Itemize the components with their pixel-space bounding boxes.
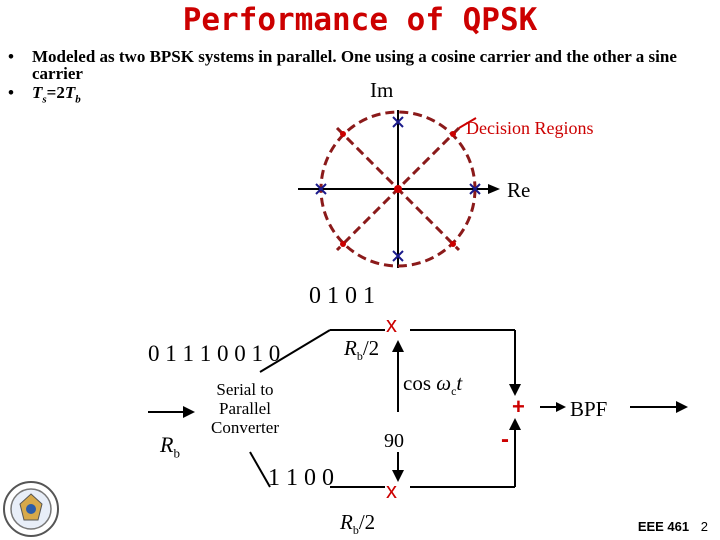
bullet-list: • Modeled as two BPSK systems in paralle… <box>8 48 712 108</box>
lower-rate-div: /2 <box>358 510 376 534</box>
lower-bits: 1 1 0 0 <box>268 465 334 491</box>
input-rate-sub: b <box>173 445 180 461</box>
bpf-label: BPF <box>570 397 608 421</box>
carrier-omega: ω <box>436 371 452 395</box>
region-dot <box>450 131 456 137</box>
lower-rate-r: R <box>340 510 353 534</box>
symbol-point-bottom <box>392 250 404 262</box>
sum-minus: - <box>501 426 509 453</box>
carrier-sub: c <box>451 384 457 399</box>
upper-branch-line <box>259 329 331 373</box>
lower-branch-line <box>249 451 271 488</box>
re-label: Re <box>507 178 531 202</box>
converter-box <box>195 372 295 452</box>
sum-to-bpf-arrow-icon <box>556 402 566 412</box>
block-diagram <box>148 329 688 488</box>
upper-rate-r: R <box>344 336 357 360</box>
input-bits: 0 1 1 1 0 0 1 0 <box>148 341 281 366</box>
region-dot <box>450 241 456 247</box>
bullet-dot: • <box>8 83 14 102</box>
sum-plus: + <box>512 394 525 419</box>
carrier-label: cos ωct <box>403 371 462 399</box>
region-dot <box>340 241 346 247</box>
tb-symbol: Tb <box>65 84 81 108</box>
input-rate: Rb <box>160 432 180 461</box>
ts-symbol: T <box>32 83 43 102</box>
symbol-point-left <box>315 183 327 195</box>
upper-to-sum-arrow-icon <box>509 384 521 396</box>
phase-shift-label: 90 <box>384 430 404 452</box>
bullet-item: • Ts=2 Tb <box>8 84 712 108</box>
converter-line-3: Converter <box>211 418 279 437</box>
input-rate-r: R <box>160 432 174 457</box>
lower-multiplier: x <box>386 478 397 503</box>
slide-title: Performance of QPSK <box>182 2 538 38</box>
region-dot <box>340 131 346 137</box>
decision-pointer <box>458 117 477 129</box>
tb-letter: T <box>64 83 76 102</box>
ts-subscript: s <box>42 93 47 106</box>
constellation <box>298 110 500 268</box>
lower-rate-sub: b <box>352 523 359 538</box>
upper-bits: 0 1 0 1 <box>309 283 375 309</box>
tb-subscript: b <box>75 93 81 106</box>
lower-to-sum-arrow-icon <box>509 418 521 430</box>
bullet-ts-eq: Ts <box>32 84 47 108</box>
carrier-cos: cos <box>403 371 437 395</box>
footer: EEE 461 2 <box>638 519 708 534</box>
upper-rate: Rb/2 <box>344 336 379 364</box>
converter-label: Serial to Parallel Converter <box>195 380 295 437</box>
upper-rate-div: /2 <box>362 336 380 360</box>
equals-two: =2 <box>46 83 65 102</box>
symbol-points <box>315 116 481 262</box>
university-seal-icon <box>3 481 59 537</box>
carrier-up-arrow-icon <box>392 340 404 352</box>
lower-rate: Rb/2 <box>340 510 375 538</box>
origin-point <box>394 185 402 193</box>
page-number: 2 <box>700 519 708 534</box>
bpf-output-arrow-icon <box>676 401 688 413</box>
upper-multiplier: x <box>386 312 397 337</box>
decision-regions-label: Decision Regions <box>466 118 594 138</box>
bullet-dot: • <box>8 47 14 66</box>
converter-line-1: Serial to <box>216 380 274 399</box>
symbol-point-top <box>392 116 404 128</box>
bullet-text: Modeled as two BPSK systems in parallel.… <box>32 47 677 83</box>
input-arrow-icon <box>183 406 195 418</box>
footer-course: EEE 461 <box>637 519 690 534</box>
converter-line-2: Parallel <box>219 399 271 418</box>
upper-rate-sub: b <box>356 349 363 364</box>
im-label: Im <box>370 78 394 102</box>
carrier-down-arrow-icon <box>392 470 404 482</box>
carrier-t: t <box>456 371 463 395</box>
symbol-point-right <box>469 183 481 195</box>
bullet-item: • Modeled as two BPSK systems in paralle… <box>8 48 712 82</box>
re-axis-arrow-icon <box>488 184 500 194</box>
